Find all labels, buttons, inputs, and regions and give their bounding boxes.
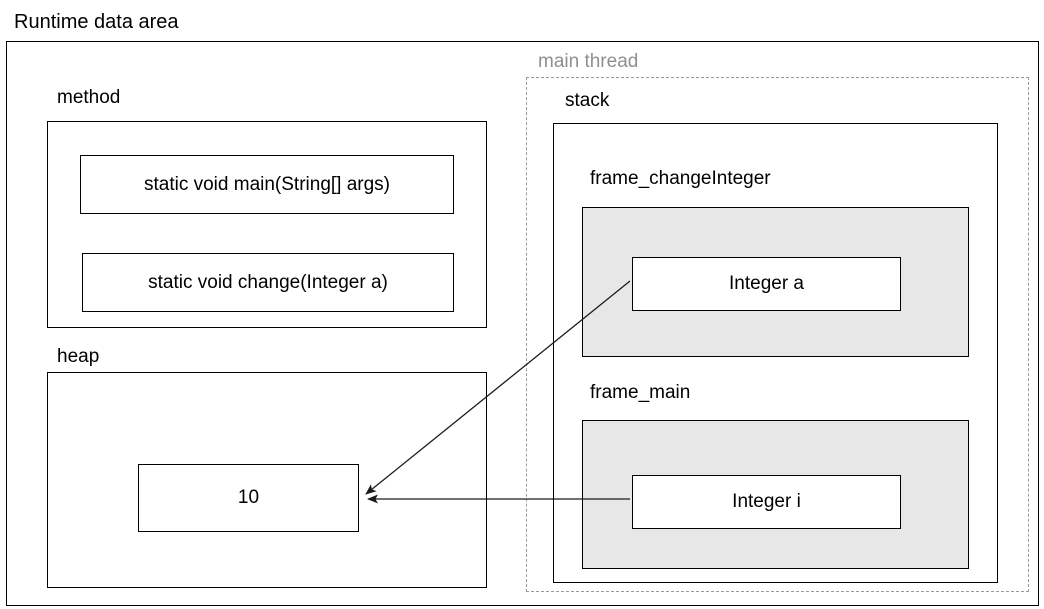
frame-changeinteger-box: Integer a: [582, 207, 969, 357]
frame-changeinteger-variable-a-label: Integer a: [729, 273, 804, 294]
heap-area-box: 10: [47, 372, 487, 588]
method-entry-main: static void main(String[] args): [80, 155, 454, 214]
main-thread-label: main thread: [538, 51, 639, 72]
frame-main-label: frame_main: [590, 382, 691, 403]
method-area-box: static void main(String[] args) static v…: [47, 121, 487, 328]
method-entry-change: static void change(Integer a): [82, 253, 454, 312]
stack-region-label: stack: [565, 90, 610, 111]
frame-main-variable-i-label: Integer i: [732, 491, 801, 512]
method-entry-change-label: static void change(Integer a): [148, 271, 388, 293]
heap-object-integer-10: 10: [138, 464, 359, 532]
frame-changeinteger-label: frame_changeInteger: [590, 168, 771, 189]
page-title: Runtime data area: [14, 11, 179, 33]
runtime-data-area-box: [6, 41, 1039, 606]
heap-region-label: heap: [57, 346, 100, 367]
frame-main-variable-i: Integer i: [632, 475, 901, 529]
frame-changeinteger-variable-a: Integer a: [632, 257, 901, 311]
stack-area-box: frame_changeInteger Integer a frame_main…: [553, 123, 998, 583]
method-region-label: method: [57, 87, 121, 108]
heap-object-value: 10: [237, 487, 260, 508]
method-entry-main-label: static void main(String[] args): [143, 173, 391, 195]
frame-main-box: Integer i: [582, 420, 969, 569]
